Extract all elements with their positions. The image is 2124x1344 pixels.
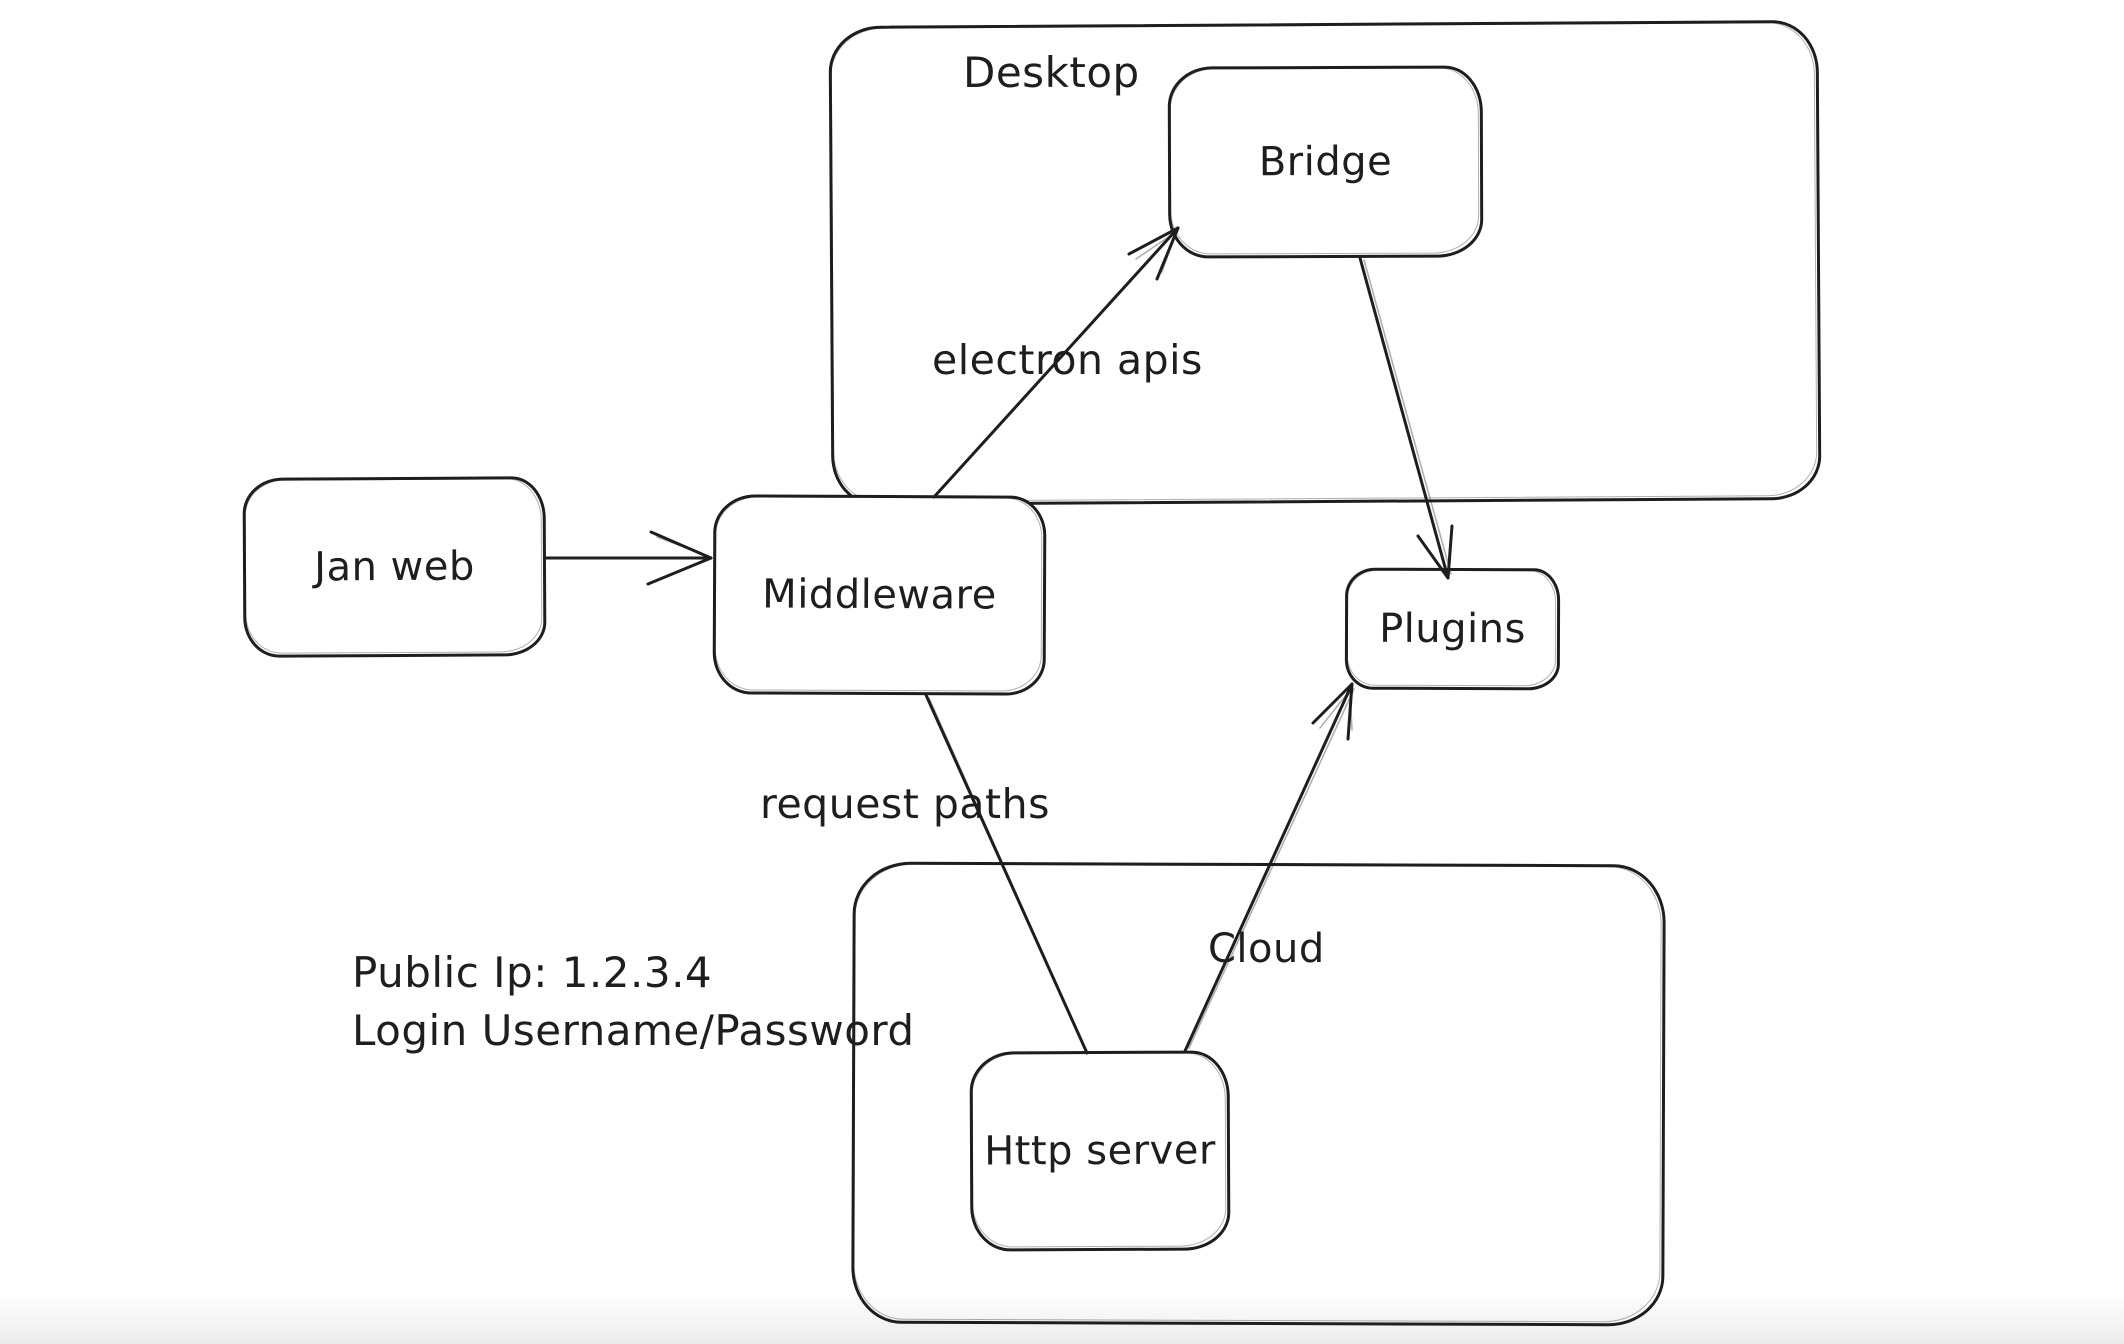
shaft-sketch-stroke: [1188, 688, 1355, 1049]
request-paths-edge-label[interactable]: request paths: [760, 780, 1050, 828]
jan-web-node[interactable]: Jan web: [242, 476, 547, 658]
arrowhead-sketch-stroke: [1135, 229, 1178, 273]
electron-apis-edge-label[interactable]: electron apis: [932, 336, 1203, 384]
arrow-shaft: [932, 226, 1180, 499]
http-server-label: Http server: [984, 1127, 1216, 1175]
arrowhead: [1127, 226, 1180, 281]
bridge-node[interactable]: Bridge: [1167, 65, 1484, 259]
shaft-sketch-stroke: [1363, 259, 1452, 575]
plugins-node[interactable]: Plugins: [1344, 567, 1561, 691]
cloud-container-label[interactable]: Cloud: [1208, 926, 1325, 972]
desktop-container-label[interactable]: Desktop: [963, 48, 1140, 97]
plugins-label: Plugins: [1379, 605, 1526, 653]
middleware-label: Middleware: [762, 571, 997, 619]
arrow-shaft: [1183, 682, 1354, 1053]
arrowhead: [646, 530, 713, 586]
http-server-node[interactable]: Http server: [969, 1050, 1231, 1252]
note-text-block[interactable]: Public Ip: 1.2.3.4 Login Username/Passwo…: [352, 944, 915, 1060]
shaft-sketch-stroke: [928, 697, 1085, 1047]
arrowhead-sketch-stroke: [656, 536, 709, 557]
arrowhead: [1311, 682, 1354, 741]
arrow-shaft: [1358, 256, 1450, 580]
line-middleware-to-http-server[interactable]: [924, 693, 1089, 1055]
middleware-node[interactable]: Middleware: [712, 494, 1047, 696]
arrow-shaft: [924, 693, 1089, 1055]
arrow-jan-web-to-middleware[interactable]: [544, 530, 713, 586]
arrow-http-server-to-plugins[interactable]: [1183, 682, 1355, 1053]
arrow-middleware-to-bridge[interactable]: [932, 226, 1180, 499]
note-login: Login Username/Password: [352, 1005, 915, 1055]
jan-web-label: Jan web: [314, 543, 475, 591]
arrowhead: [1416, 524, 1454, 580]
arrowhead-sketch-stroke: [1319, 687, 1353, 731]
note-public-ip: Public Ip: 1.2.3.4: [352, 948, 713, 997]
arrow-bridge-to-plugins[interactable]: [1358, 256, 1454, 580]
bridge-label: Bridge: [1258, 138, 1393, 186]
